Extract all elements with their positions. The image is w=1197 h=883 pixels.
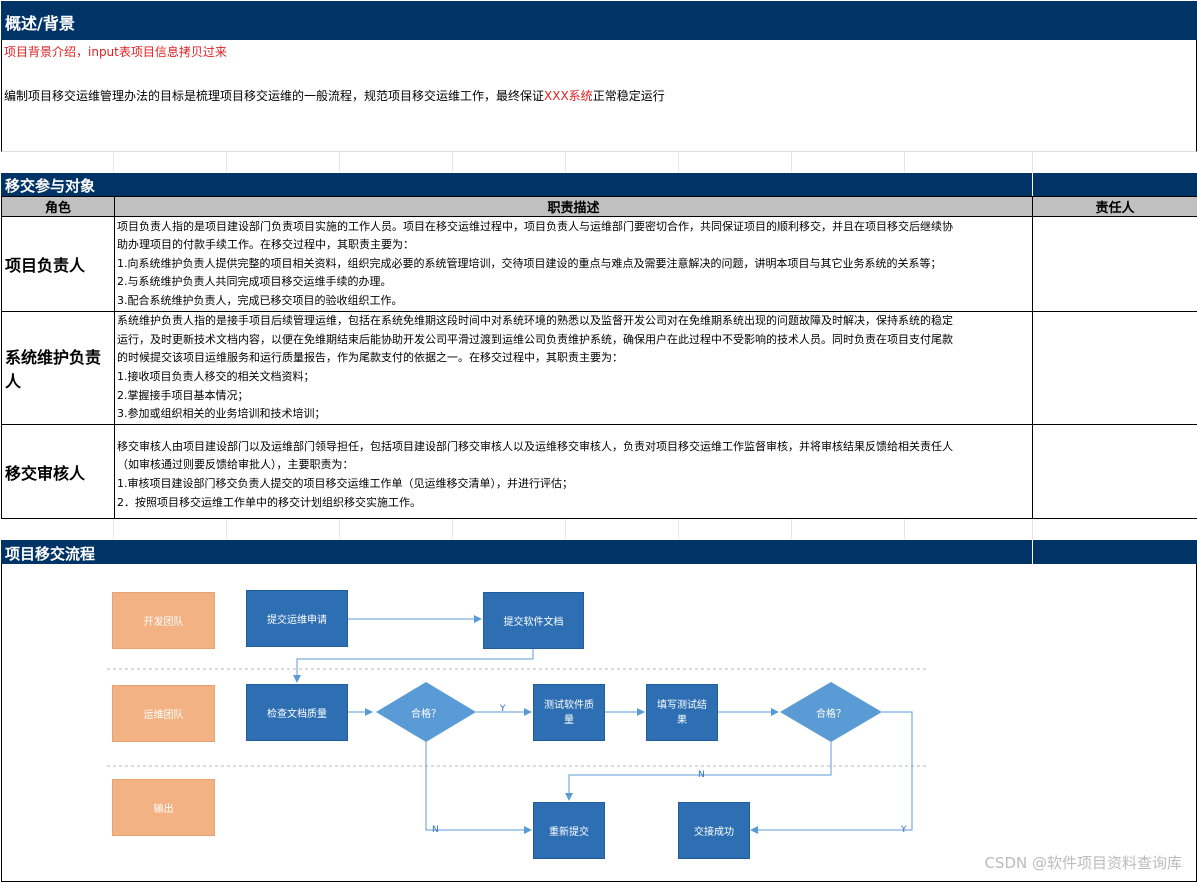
goal-prefix: 编制项目移交运维管理办法的目标是梳理项目移交运维的一般流程，规范项目移交运维工作… <box>4 89 545 103</box>
duty-cell: 系统维护负责人指的是接手项目后续管理运维，包括在系统免维期这段时间中对系统环境的… <box>114 311 1033 425</box>
node-submit-docs[interactable]: 提交软件文档 <box>483 592 584 649</box>
duty-line: 3.参加或组织相关的业务培训和技术培训； <box>117 407 326 421</box>
participants-title: 移交参与对象 <box>5 177 96 195</box>
node-fill-result[interactable]: 填写测试结果 <box>646 684 718 741</box>
node-handover-success[interactable]: 交接成功 <box>678 802 750 859</box>
edge-label-no-1: N <box>432 825 439 835</box>
duty-cell: 项目负责人指的是项目建设部门负责项目实施的工作人员。项目在移交运维过程中，项目负… <box>114 216 1033 312</box>
process-flowchart: 开发团队 运维团队 输出 提交运维申请 提交软件文档 检查文档质量 合格？ 测试… <box>1 564 1197 882</box>
edge-label-no-2: N <box>698 770 705 780</box>
node-qualified-2[interactable]: 合格？ <box>816 708 846 720</box>
duty-line: 2.掌握接手项目基本情况； <box>117 388 249 402</box>
overview-note: 项目背景介绍，input表项目信息拷贝过来 <box>4 45 227 59</box>
node-submit-request[interactable]: 提交运维申请 <box>246 590 348 647</box>
overview-title: 概述/背景 <box>5 14 75 33</box>
duty-line: 系统维护负责人指的是接手项目后续管理运维，包括在系统免维期这段时间中对系统环境的… <box>117 314 953 328</box>
overview-body: 项目背景介绍，input表项目信息拷贝过来 编制项目移交运维管理办法的目标是梳理… <box>1 40 1197 152</box>
goal-system: XXX系统 <box>544 89 593 103</box>
spacer-row-1 <box>0 152 1197 172</box>
arrow-diamond2-no <box>565 742 832 801</box>
duty-line: 移交审核人由项目建设部门以及运维部门领导担任，包括项目建设部门移交审核人以及运维… <box>117 439 953 453</box>
edge-label-yes-1: Y <box>500 704 506 714</box>
duty-line: 1.向系统维护负责人提供完整的项目相关资料，组织完成必要的系统管理培训，交待项目… <box>117 256 942 270</box>
owner-cell[interactable] <box>1032 424 1197 519</box>
lane-output: 输出 <box>112 779 215 836</box>
duty-line: 1.审核项目建设部门移交负责人提交的项目移交运维工作单（见运维移交清单），并进行… <box>117 477 573 490</box>
role-cell: 系统维护负责人 <box>1 311 115 425</box>
decision-diamond <box>780 682 882 742</box>
goal-suffix: 正常稳定运行 <box>592 89 665 103</box>
duty-line: 助办理项目的付款手续工作。在移交过程中，其职责主要为： <box>117 238 414 252</box>
node-qualified-1[interactable]: 合格？ <box>411 708 441 720</box>
arrow-diamond2-yes <box>750 711 913 834</box>
overview-goal: 编制项目移交运维管理办法的目标是梳理项目移交运维的一般流程，规范项目移交运维工作… <box>4 87 665 104</box>
lane-ops-team: 运维团队 <box>112 685 215 742</box>
column-header-duty: 职责描述 <box>114 196 1033 217</box>
duty-line: 2．按照项目移交运维工作单中的移交计划组织移交实施工作。 <box>117 495 421 509</box>
owner-cell[interactable] <box>1032 216 1197 312</box>
spacer-row-2 <box>0 519 1197 539</box>
process-header: 项目移交流程 <box>1 540 1197 564</box>
node-check-quality[interactable]: 检查文档质量 <box>246 684 348 741</box>
table-row: 项目负责人 项目负责人指的是项目建设部门负责项目实施的工作人员。项目在移交运维过… <box>1 216 1197 312</box>
edge-label-yes-2: Y <box>901 825 907 835</box>
participants-header: 移交参与对象 <box>1 173 1197 196</box>
duty-line: 运行，及时更新技术文档内容，以便在免维期结束后能协助开发公司平滑过渡到运维公司负… <box>117 332 953 346</box>
column-header-role: 角色 <box>1 196 115 217</box>
csdn-watermark: CSDN @软件项目资料查询库 <box>984 854 1182 872</box>
owner-cell[interactable] <box>1032 311 1197 425</box>
duty-line: 1.接收项目负责人移交的相关文档资料； <box>117 370 315 383</box>
participants-table: 角色 职责描述 责任人 项目负责人 项目负责人指的是项目建设部门负责项目实施的工… <box>1 196 1197 519</box>
process-title: 项目移交流程 <box>5 545 96 563</box>
duty-line: 的时候提交该项目运维服务和运行质量报告，作为尾款支付的依据之一。在移交过程中，其… <box>117 351 623 365</box>
node-resubmit[interactable]: 重新提交 <box>533 802 605 859</box>
duty-cell: 移交审核人由项目建设部门以及运维部门领导担任，包括项目建设部门移交审核人以及运维… <box>114 424 1033 519</box>
arrow-diamond-no <box>425 742 532 834</box>
duty-line: 项目负责人指的是项目建设部门负责项目实施的工作人员。项目在移交运维过程中，项目负… <box>117 219 953 233</box>
flow-connectors <box>107 615 927 834</box>
decision-diamond <box>376 682 476 742</box>
role-cell: 移交审核人 <box>1 424 115 519</box>
duty-line: （如审核通过则要反馈给审批人），主要职责为： <box>117 458 354 472</box>
column-header-owner: 责任人 <box>1032 196 1197 217</box>
table-row: 移交审核人 移交审核人由项目建设部门以及运维部门领导担任，包括项目建设部门移交审… <box>1 424 1197 519</box>
table-row: 系统维护负责人 系统维护负责人指的是接手项目后续管理运维，包括在系统免维期这段时… <box>1 311 1197 425</box>
overview-header: 概述/背景 <box>1 1 1197 40</box>
duty-line: 3.配合系统维护负责人，完成已移交项目的验收组织工作。 <box>117 293 403 307</box>
lane-dev-team: 开发团队 <box>112 592 215 649</box>
node-test-quality[interactable]: 测试软件质量 <box>533 684 605 741</box>
table-header-row: 角色 职责描述 责任人 <box>1 196 1197 217</box>
role-cell: 项目负责人 <box>1 216 115 312</box>
duty-line: 2.与系统维护负责人共同完成项目移交运维手续的办理。 <box>117 275 392 289</box>
arrow-docs-to-check <box>293 649 534 683</box>
